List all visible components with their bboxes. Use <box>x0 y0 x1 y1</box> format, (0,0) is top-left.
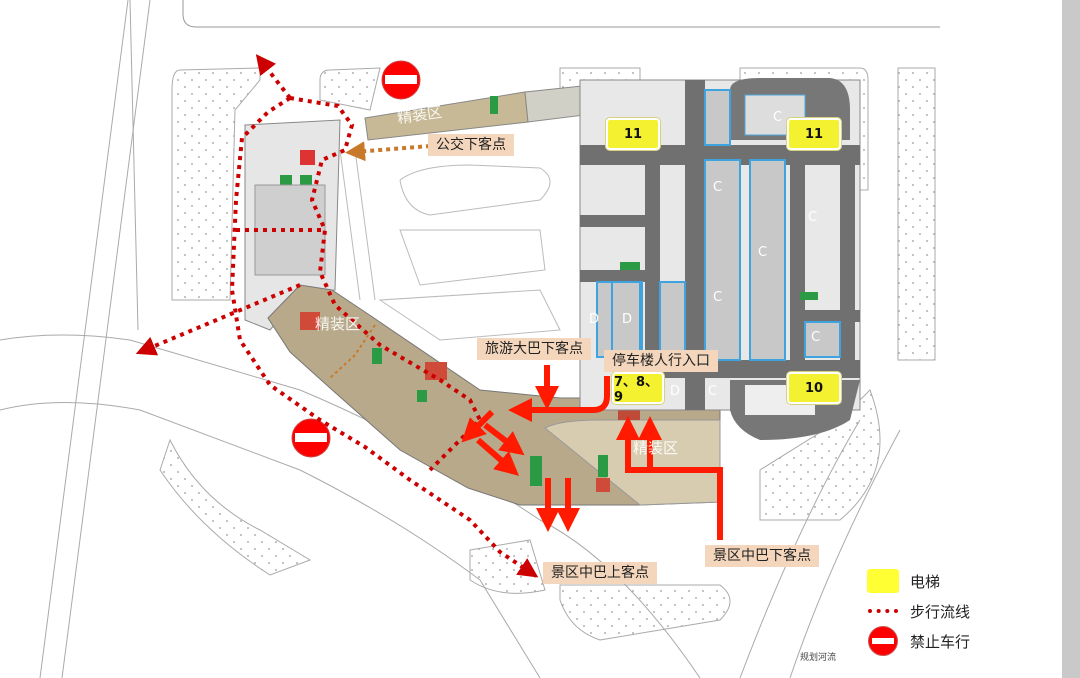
elevator-7-8-9: 7、8、9 <box>612 372 664 405</box>
elevator-10: 10 <box>787 372 841 404</box>
label-scenic-minibus-pickup: 景区中巴上客点 <box>543 562 657 584</box>
dotted-line-icon <box>866 600 900 622</box>
no-entry-sign <box>381 60 421 100</box>
parking-zone-label: C <box>713 180 723 195</box>
parking-zone-label: C <box>811 330 821 345</box>
parking-zone-label: C <box>713 290 723 305</box>
flow-arrows <box>461 365 723 540</box>
parking-zone-label: C <box>708 384 718 399</box>
label-tour-bus-dropoff: 旅游大巴下客点 <box>477 338 591 360</box>
parking-zone-label: C <box>808 210 818 225</box>
header-frame <box>182 0 940 28</box>
legend: 电梯 步行流线 禁止车行 <box>866 566 970 656</box>
no-entry-sign <box>291 418 331 458</box>
label-planned-river: 规划河流 <box>800 653 837 663</box>
legend-label: 步行流线 <box>910 602 971 621</box>
zone-label-finishing-south: 精装区 <box>633 439 679 457</box>
elevator-11-right: 11 <box>787 118 841 150</box>
legend-label: 禁止车行 <box>910 632 971 651</box>
elevator-swatch-icon <box>866 569 900 593</box>
scrollbar-panel <box>1062 0 1080 678</box>
no-entry-icon <box>866 626 900 656</box>
zone-label-finishing-west: 精装区 <box>315 315 361 333</box>
legend-item-elevator: 电梯 <box>866 566 970 596</box>
label-bus-dropoff: 公交下客点 <box>428 134 514 156</box>
parking-zone-label: C <box>758 245 768 260</box>
parking-zone-label: D <box>589 312 600 327</box>
parking-zone-label: D <box>670 384 681 399</box>
label-scenic-minibus-dropoff: 景区中巴下客点 <box>705 545 819 567</box>
label-parking-pedestrian-entrance: 停车楼人行入口 <box>604 350 718 372</box>
bus-dropoff-route <box>345 141 431 162</box>
parking-zone-label: D <box>622 312 633 327</box>
walking-route <box>135 54 539 578</box>
parking-zone-label: C <box>773 110 783 125</box>
legend-label: 电梯 <box>910 572 941 591</box>
route-dots-inner <box>329 324 376 379</box>
north-strip-building <box>364 91 529 141</box>
legend-item-walking-route: 步行流线 <box>866 596 970 626</box>
elevator-11-left: 11 <box>606 118 660 150</box>
surface-parking <box>339 149 561 341</box>
legend-item-no-entry: 禁止车行 <box>866 626 970 656</box>
